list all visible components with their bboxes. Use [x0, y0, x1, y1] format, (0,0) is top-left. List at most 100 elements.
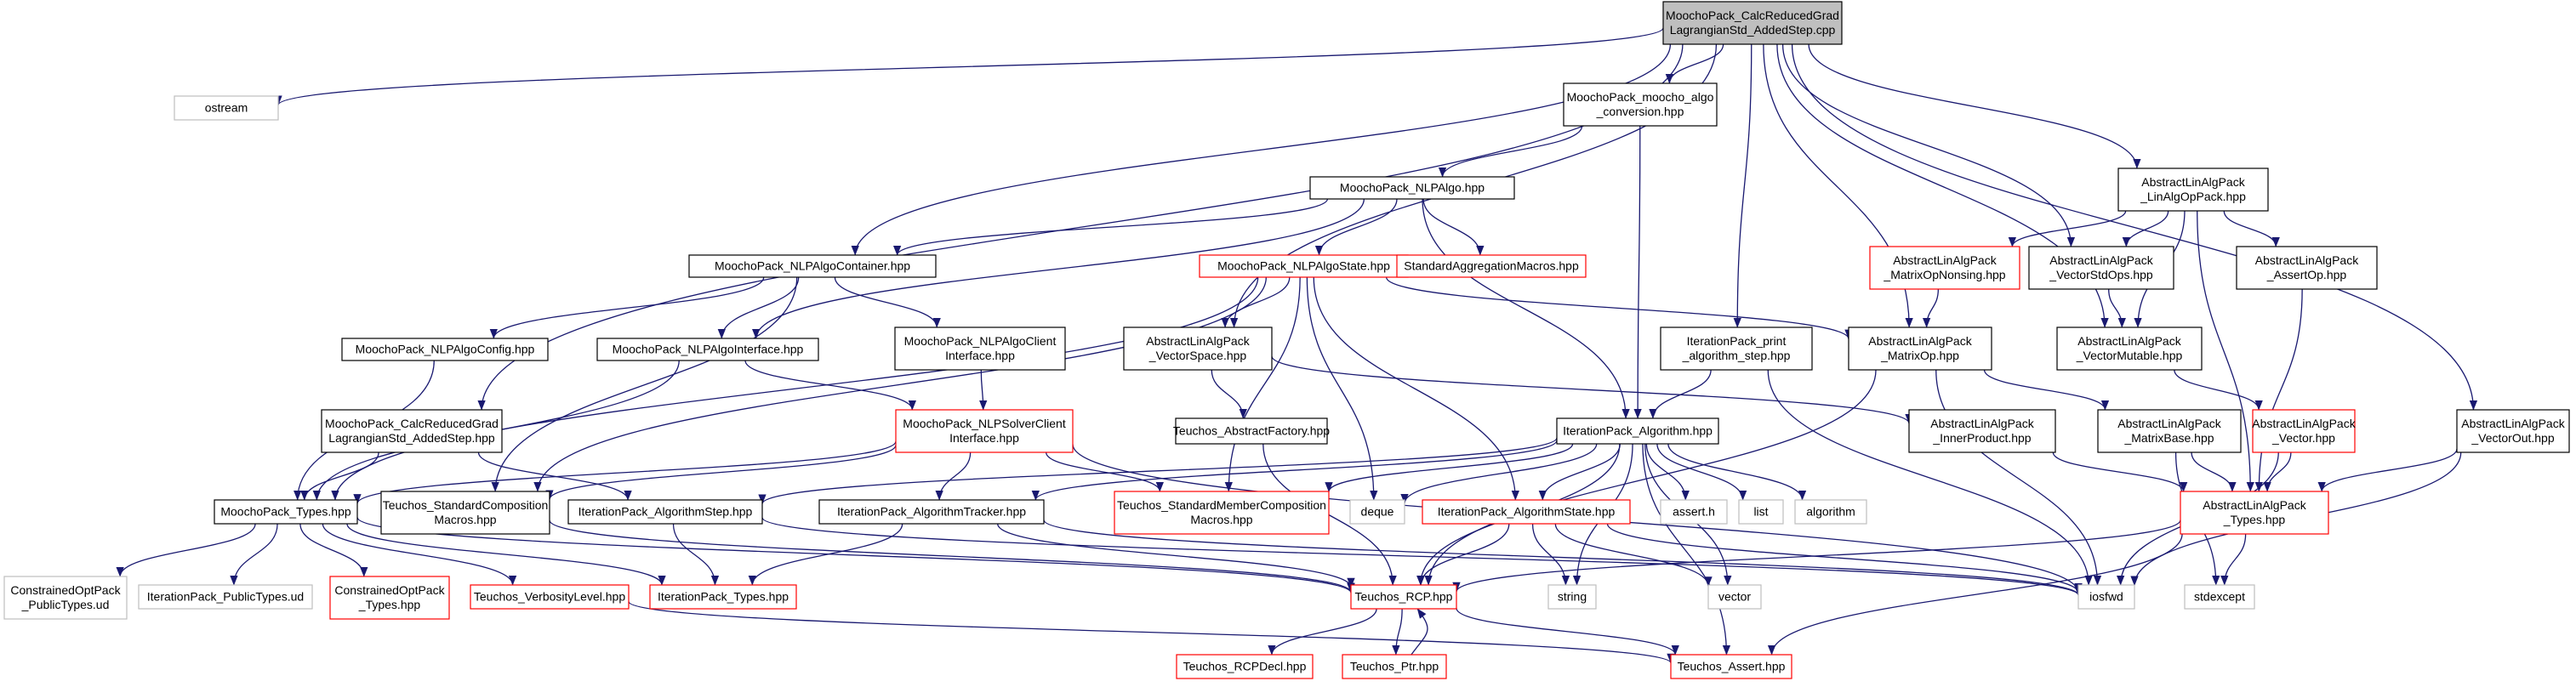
node-print_algorithm_step[interactable]: IterationPack_print_algorithm_step.hpp — [1660, 326, 1813, 371]
edge-root-to-moocho_algo_conversion — [1665, 43, 1724, 84]
node-nlpalgostate[interactable]: MoochoPack_NLPAlgoState.hpp — [1199, 254, 1409, 278]
node-box — [2252, 409, 2356, 453]
node-box — [214, 499, 358, 525]
node-label-line: _MatrixOp.hpp — [1880, 349, 1959, 362]
node-asserth[interactable]: assert.h — [1660, 499, 1728, 525]
node-linalgoppack[interactable]: AbstractLinAlgPack_LinAlgOpPack.hpp — [2117, 167, 2269, 212]
node-stdexcept[interactable]: stdexcept — [2184, 584, 2255, 610]
edge-alp_types-to-teuchos_rcp — [1452, 520, 2181, 593]
node-label-line: _Types.hpp — [358, 598, 421, 611]
node-box — [1422, 499, 1631, 525]
node-vector[interactable]: AbstractLinAlgPack_Vector.hpp — [2252, 409, 2357, 453]
node-box — [649, 584, 797, 610]
node-label-line: LagrangianStd_AddedStep.cpp — [1670, 23, 1836, 37]
node-nlpalgocontainer[interactable]: MoochoPack_NLPAlgoContainer.hpp — [688, 254, 937, 278]
node-constrainedoptpack_types[interactable]: ConstrainedOptPack_Types.hpp — [329, 576, 450, 620]
edge-matrixopnonsing-to-matrixop — [1922, 288, 1940, 328]
node-box — [1670, 654, 1792, 679]
edge-moochopack_types-to-verbositylevel — [322, 523, 517, 586]
node-algorithmstep[interactable]: IterationPack_AlgorithmStep.hpp — [567, 499, 763, 525]
node-vectorspace[interactable]: AbstractLinAlgPack_VectorSpace.hpp — [1123, 326, 1273, 371]
node-box — [1123, 326, 1273, 371]
edge-nlpalgo-to-algorithm_hpp — [1422, 198, 1630, 419]
node-label-line: _VectorOut.hpp — [2471, 431, 2555, 445]
node-vectormutable[interactable]: AbstractLinAlgPack_VectorMutable.hpp — [2056, 326, 2203, 371]
edge-moochopack_types-to-iterationpack_publictypes — [230, 523, 278, 586]
node-stdaggregation[interactable]: StandardAggregationMacros.hpp — [1396, 254, 1587, 278]
node-label-line: _MatrixOpNonsing.hpp — [1883, 268, 2005, 281]
node-label-line: AbstractLinAlgPack — [2049, 253, 2153, 267]
node-label-line: MoochoPack_NLPAlgoConfig.hpp — [356, 343, 535, 356]
node-nlpalgoconfig[interactable]: MoochoPack_NLPAlgoConfig.hpp — [341, 338, 549, 361]
node-deque[interactable]: deque — [1349, 499, 1405, 525]
node-label-line: AbstractLinAlgPack — [2141, 175, 2245, 189]
node-ostream[interactable]: ostream — [174, 95, 279, 121]
node-innerproduct[interactable]: AbstractLinAlgPack_InnerProduct.hpp — [1908, 409, 2056, 453]
node-box — [2117, 167, 2269, 212]
node-label-line: _LinAlgOpPack.hpp — [2140, 190, 2246, 203]
edge-vectormutable-to-vector — [2174, 369, 2263, 411]
node-nlpalgointerface[interactable]: MoochoPack_NLPAlgoInterface.hpp — [596, 338, 819, 361]
node-box — [1563, 82, 1718, 127]
node-constrainedoptpack_publictypes[interactable]: ConstrainedOptPack_PublicTypes.ud — [3, 576, 128, 620]
node-vectorstdops[interactable]: AbstractLinAlgPack_VectorStdOps.hpp — [2028, 246, 2174, 290]
edge-moochopack_types-to-iterationpack_types — [346, 523, 666, 586]
node-label-line: stdexcept — [2194, 590, 2245, 604]
node-alp_types[interactable]: AbstractLinAlgPack_Types.hpp — [2180, 491, 2329, 535]
node-vectorout[interactable]: AbstractLinAlgPack_VectorOut.hpp — [2456, 409, 2570, 453]
node-teuchos_assert[interactable]: Teuchos_Assert.hpp — [1670, 654, 1792, 679]
edge-algorithmtracker-to-iosfwd — [1043, 520, 2083, 596]
edge-vectorout-to-alp_types — [2317, 448, 2458, 492]
node-moochopack_types[interactable]: MoochoPack_Types.hpp — [214, 499, 358, 525]
edge-calcreducedgrad_hpp-to-moochopack_types — [300, 451, 379, 501]
node-teuchos_rcp[interactable]: Teuchos_RCP.hpp — [1350, 584, 1457, 610]
node-box — [1660, 499, 1728, 525]
node-box — [2456, 409, 2570, 453]
edge-moochopack_types-to-constrainedoptpack_types — [299, 523, 368, 577]
node-algorithmstate[interactable]: IterationPack_AlgorithmState.hpp — [1422, 499, 1631, 525]
node-label-line: _AssertOp.hpp — [2266, 268, 2347, 281]
node-iterationpack_publictypes[interactable]: IterationPack_PublicTypes.ud — [138, 584, 313, 610]
node-moocho_algo_conversion[interactable]: MoochoPack_moocho_algo_conversion.hpp — [1563, 82, 1718, 127]
node-string[interactable]: string — [1547, 584, 1597, 610]
edge-nlpalgocontainer-to-nlpalgointerface — [717, 276, 800, 339]
node-label-line: deque — [1361, 505, 1394, 519]
node-box — [2028, 246, 2174, 290]
node-label-line: _VectorSpace.hpp — [1148, 349, 1247, 362]
node-calcreducedgrad_hpp[interactable]: MoochoPack_CalcReducedGradLagrangianStd_… — [321, 409, 503, 453]
node-abstractfactory[interactable]: Teuchos_AbstractFactory.hpp — [1173, 417, 1330, 445]
node-iosfwd[interactable]: iosfwd — [2077, 584, 2135, 610]
node-iterationpack_types[interactable]: IterationPack_Types.hpp — [649, 584, 797, 610]
node-label-line: AbstractLinAlgPack — [2117, 417, 2221, 430]
node-label-line: Interface.hpp — [945, 349, 1015, 362]
node-list[interactable]: list — [1738, 499, 1784, 525]
node-matrixop[interactable]: AbstractLinAlgPack_MatrixOp.hpp — [1848, 326, 1992, 371]
edge-algorithmstep-to-iterationpack_types — [672, 523, 720, 586]
node-label-line: Macros.hpp — [434, 513, 496, 526]
node-label-line: _algorithm_step.hpp — [1682, 349, 1791, 362]
edge-root-to-ostream — [274, 27, 1664, 106]
node-algorithm_hpp[interactable]: IterationPack_Algorithm.hpp — [1556, 417, 1719, 445]
node-matrixopnonsing[interactable]: AbstractLinAlgPack_MatrixOpNonsing.hpp — [1869, 246, 2020, 290]
node-stdmembercomposition[interactable]: Teuchos_StandardMemberCompositionMacros.… — [1114, 491, 1330, 535]
node-matrixbase[interactable]: AbstractLinAlgPack_MatrixBase.hpp — [2097, 409, 2242, 453]
node-box — [3, 576, 128, 620]
node-label-line: IterationPack_PublicTypes.ud — [147, 590, 304, 604]
node-vector_std[interactable]: vector — [1707, 584, 1762, 610]
edge-algorithm_hpp-to-algorithm — [1667, 443, 1807, 501]
node-algorithmtracker[interactable]: IterationPack_AlgorithmTracker.hpp — [818, 499, 1045, 525]
node-algorithm[interactable]: algorithm — [1794, 499, 1867, 525]
node-box — [1396, 254, 1587, 278]
node-assertop[interactable]: AbstractLinAlgPack_AssertOp.hpp — [2236, 246, 2378, 290]
node-verbositylevel[interactable]: Teuchos_VerbosityLevel.hpp — [470, 584, 630, 610]
edge-algorithm_hpp-to-list — [1656, 443, 1747, 501]
node-nlpalgo[interactable]: MoochoPack_NLPAlgo.hpp — [1309, 176, 1515, 200]
node-teuchos_ptr[interactable]: Teuchos_Ptr.hpp — [1342, 654, 1447, 679]
edge-assertop-to-alp_types — [2254, 288, 2303, 492]
node-label-line: AbstractLinAlgPack — [2203, 498, 2306, 512]
node-rcpdecl[interactable]: Teuchos_RCPDecl.hpp — [1176, 654, 1314, 679]
edge-matrixop-to-teuchos_rcp — [1424, 369, 1877, 586]
